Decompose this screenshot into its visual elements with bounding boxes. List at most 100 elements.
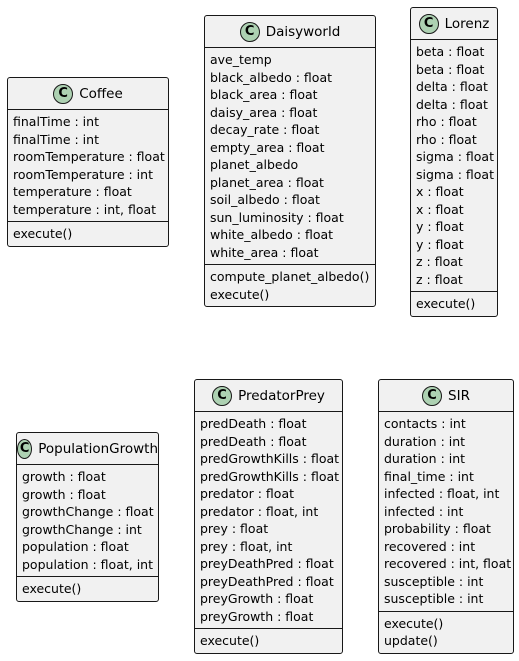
attribute-row: x : float	[416, 184, 464, 199]
class-stereotype-icon: C	[422, 385, 443, 406]
operation-list: execute()	[195, 628, 342, 653]
attribute-row: finalTime : int	[13, 131, 99, 147]
attribute-row: beta : float	[416, 44, 485, 59]
attribute-row: rho : float	[416, 131, 477, 147]
attribute-row: sun_luminosity : float	[210, 209, 344, 225]
class-name: PredatorPrey	[238, 387, 325, 404]
attribute-row: finalTime : int	[13, 114, 99, 129]
attribute-row: decay_rate : float	[210, 122, 320, 137]
attribute-row: contacts : int	[384, 416, 466, 431]
class-stereotype-icon: C	[53, 83, 74, 104]
class-name: Lorenz	[444, 15, 490, 32]
operation-list: execute() update()	[379, 610, 513, 653]
attribute-row: black_albedo : float	[210, 69, 333, 85]
class-header: C Coffee	[8, 78, 168, 110]
attribute-row: predator : float, int	[200, 503, 319, 519]
class-header: C Daisyworld	[205, 16, 375, 48]
attribute-row: black_area : float	[210, 87, 318, 102]
attribute-row: recovered : int	[384, 538, 476, 554]
operation-row: execute()	[210, 286, 270, 302]
class-box-coffee: C Coffee finalTime : int finalTime : int roo…	[7, 77, 169, 247]
attribute-row: duration : int	[384, 433, 466, 449]
attribute-row: y : float	[416, 236, 464, 252]
class-name: Daisyworld	[265, 23, 341, 40]
attribute-row: infected : float, int	[384, 486, 500, 501]
attribute-row: sigma : float	[416, 149, 494, 164]
operation-list: execute()	[411, 291, 497, 316]
attribute-list: beta : float beta : float delta : float del…	[411, 40, 497, 291]
attribute-row: predator : float	[200, 486, 295, 501]
attribute-row: daisy_area : float	[210, 104, 318, 120]
attribute-row: growthChange : float	[22, 504, 154, 519]
attribute-row: rho : float	[416, 114, 477, 129]
attribute-list: ave_temp black_albedo : float black_area :…	[205, 48, 375, 264]
attribute-row: predDeath : float	[200, 433, 307, 449]
attribute-row: white_area : float	[210, 244, 319, 260]
attribute-row: roomTemperature : float	[13, 149, 165, 164]
operation-row: execute()	[13, 226, 73, 241]
class-stereotype-icon: C	[239, 21, 260, 42]
class-header: C PredatorPrey	[195, 380, 342, 412]
attribute-row: roomTemperature : int	[13, 166, 153, 182]
attribute-row: infected : int	[384, 503, 464, 519]
attribute-row: susceptible : int	[384, 573, 484, 589]
attribute-row: planet_area : float	[210, 174, 324, 190]
class-stereotype-icon: C	[212, 385, 233, 406]
class-name: SIR	[448, 387, 470, 404]
operation-row: execute()	[200, 633, 260, 648]
attribute-row: preyDeathPred : float	[200, 573, 334, 589]
attribute-row: predGrowthKills : float	[200, 468, 340, 484]
class-name: Coffee	[79, 85, 123, 102]
class-box-daisyworld: C Daisyworld ave_temp black_albedo : float b…	[204, 15, 376, 307]
attribute-row: x : float	[416, 201, 464, 217]
operation-row: execute()	[384, 615, 444, 631]
attribute-row: preyGrowth : float	[200, 591, 314, 606]
attribute-row: white_albedo : float	[210, 227, 334, 242]
attribute-row: preyGrowth : float	[200, 608, 314, 624]
class-header: C Lorenz	[411, 8, 497, 40]
class-stereotype-icon: C	[418, 13, 439, 34]
attribute-row: duration : int	[384, 451, 466, 466]
class-box-sir: C SIR contacts : int duration : int duration…	[378, 379, 514, 654]
attribute-row: prey : float, int	[200, 538, 293, 554]
attribute-row: delta : float	[416, 79, 488, 94]
attribute-row: prey : float	[200, 521, 269, 536]
attribute-row: delta : float	[416, 96, 488, 112]
attribute-row: z : float	[416, 271, 463, 287]
attribute-row: recovered : int, float	[384, 556, 512, 571]
class-name: PopulationGrowth	[38, 440, 158, 457]
operation-list: compute_planet_albedo() execute()	[205, 264, 375, 306]
class-header: C PopulationGrowth	[17, 433, 158, 465]
attribute-row: beta : float	[416, 61, 485, 77]
operation-row: update()	[384, 633, 438, 648]
attribute-row: soil_albedo : float	[210, 192, 320, 207]
operation-row: execute()	[22, 581, 82, 596]
attribute-row: probability : float	[384, 521, 491, 536]
attribute-row: temperature : int, float	[13, 201, 157, 217]
attribute-row: growth : float	[22, 469, 106, 484]
class-stereotype-icon: C	[17, 438, 33, 459]
attribute-row: planet_albedo	[210, 157, 299, 172]
operation-row: compute_planet_albedo()	[210, 269, 370, 284]
attribute-list: growth : float growth : float growthChange…	[17, 465, 158, 576]
attribute-row: y : float	[416, 219, 464, 234]
attribute-row: population : float	[22, 539, 129, 554]
operation-list: execute()	[17, 576, 158, 601]
attribute-row: preyDeathPred : float	[200, 556, 334, 571]
attribute-row: final_time : int	[384, 468, 474, 484]
attribute-row: growth : float	[22, 486, 106, 502]
attribute-row: ave_temp	[210, 52, 272, 67]
attribute-row: population : float, int	[22, 556, 153, 572]
attribute-row: susceptible : int	[384, 591, 484, 606]
operation-list: execute()	[8, 221, 168, 246]
class-box-lorenz: C Lorenz beta : float beta : float delta : f…	[410, 7, 498, 317]
attribute-row: sigma : float	[416, 166, 494, 182]
attribute-row: predGrowthKills : float	[200, 451, 340, 466]
attribute-row: z : float	[416, 254, 463, 269]
attribute-row: growthChange : int	[22, 521, 142, 537]
class-header: C SIR	[379, 380, 513, 412]
attribute-list: finalTime : int finalTime : int roomTemper…	[8, 110, 168, 221]
